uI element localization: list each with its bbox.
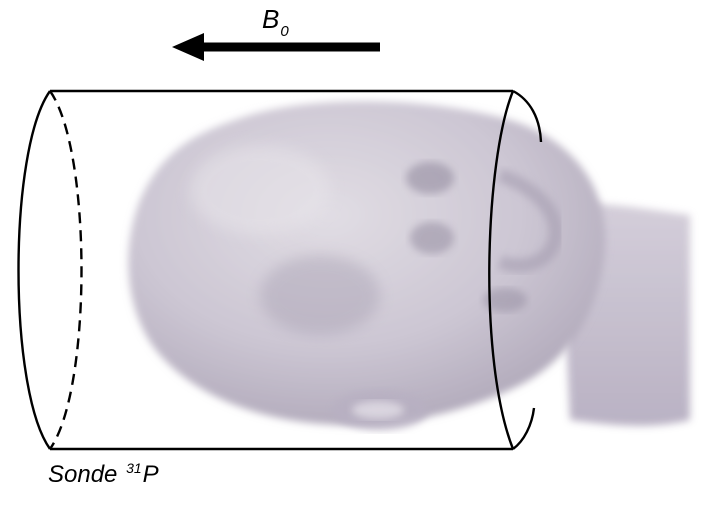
probe-label: Sonde 31P: [48, 463, 159, 487]
probe-isotope-element: P: [143, 461, 159, 488]
field-arrow: [172, 33, 380, 61]
field-arrow-head: [172, 33, 204, 61]
cylinder-left-rim-back: [50, 91, 82, 449]
cylinder-right-rim-front-bottom: [513, 408, 534, 449]
field-label: B0: [262, 6, 288, 32]
field-subscript: 0: [280, 23, 288, 40]
eye-socket-lower: [410, 222, 454, 254]
ear-inner: [352, 401, 404, 419]
probe-name: Sonde: [48, 461, 124, 488]
head-icon: [128, 101, 690, 430]
field-symbol: B: [262, 4, 279, 34]
eye-socket-upper: [406, 162, 454, 194]
cheek-shadow: [260, 255, 380, 335]
cylinder-left-rim-front: [19, 91, 51, 449]
probe-isotope-mass: 31: [126, 460, 142, 476]
forehead-highlight: [190, 145, 330, 235]
